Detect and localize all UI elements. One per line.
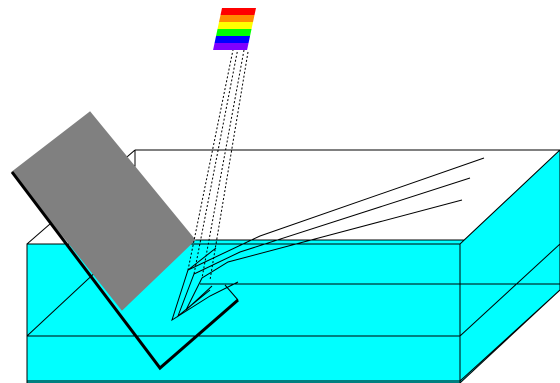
spectrum-band-green [216,29,251,36]
spectrum-band-orange [219,15,254,22]
spectrum-band-yellow [218,22,253,29]
spectrum-icon [213,8,256,50]
ray-dashed-1 [188,45,234,270]
water-right-side [460,150,560,383]
spectrum-band-red [221,8,256,15]
spectrum-band-blue [215,36,250,43]
spectrum-band-violet [213,43,248,50]
